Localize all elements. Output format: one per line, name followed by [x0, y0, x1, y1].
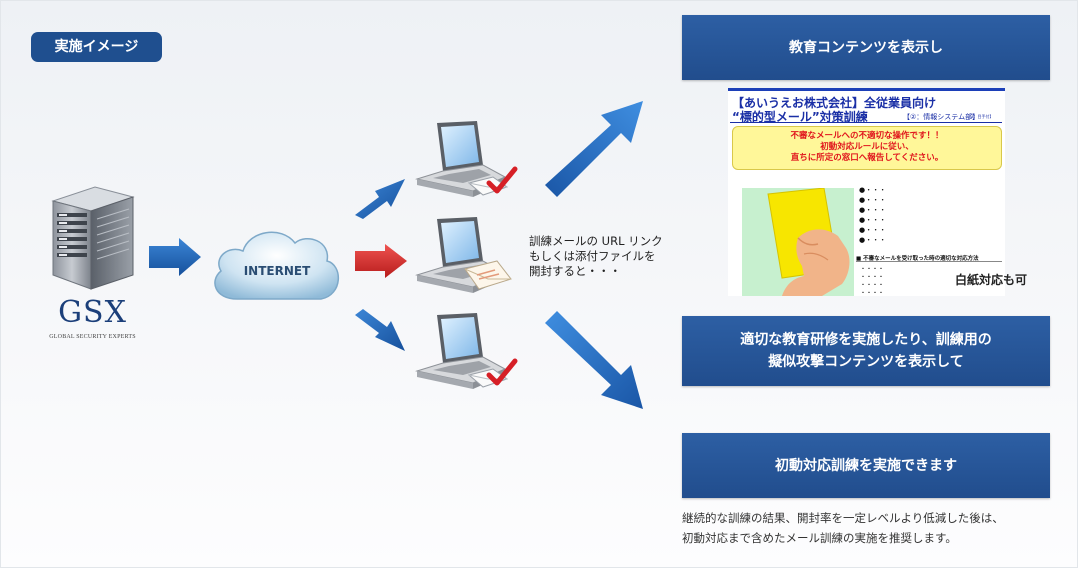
doc-warning-box: 不審なメールへの不適切な操作です！！ 初動対応ルールに従い、 直ちに所定の窓口へ… [732, 126, 1002, 170]
internet-label: INTERNET [243, 264, 311, 278]
doc-bullet: ●・・・ [859, 236, 887, 244]
open-link-caption: 訓練メールの URL リンク もしくは添付ファイルを 開封すると・・・ [529, 234, 663, 278]
laptop-top-icon [415, 121, 518, 197]
box-show-education-content: 教育コンテンツを表示し [682, 15, 1050, 80]
doc-warning-line: 初動対応ルールに従い、 [820, 142, 914, 152]
doc-bullet: ●・・・ [859, 206, 887, 214]
doc-bullet: ●・・・ [859, 196, 887, 204]
arrow-to-laptop-middle [355, 244, 407, 278]
doc-bullet: ●・・・ [859, 186, 887, 194]
doc-sub-bullet: ・・・・ [860, 266, 885, 273]
doc-top-rule [728, 88, 1005, 91]
box-initial-response-training: 初動対応訓練を実施できます [682, 433, 1050, 498]
doc-sub-bullet: ・・・・ [860, 274, 885, 281]
big-arrow-down-right [545, 311, 643, 409]
box-conduct-training: 適切な教育研修を実施したり、訓練用の 擬似攻撃コンテンツを表示して [682, 316, 1050, 386]
doc-warning-line: 不審なメールへの不適切な操作です！！ [790, 131, 944, 141]
recommendation-note: 継続的な訓練の結果、開封率を一定レベルより低減した後は、 初動対応まで含めたメー… [682, 511, 1004, 545]
education-content-thumbnail: 【あいうえお株式会社】全従業員向け “標的型メール”対策訓練 【②：情報システム… [728, 88, 1005, 296]
laptop-middle-icon [415, 217, 512, 293]
doc-page-label: 【3：目手付】 [967, 114, 994, 119]
doc-title-line2: “標的型メール”対策訓練 [732, 110, 868, 124]
internet-cloud-icon [214, 231, 340, 300]
arrow-to-laptop-bottom [355, 309, 405, 351]
gsx-logo-subtitle: GLOBAL SECURITY EXPERTS [49, 334, 136, 340]
box-top-label: 教育コンテンツを表示し [789, 39, 943, 56]
arrow-server-to-internet [149, 238, 201, 276]
yellow-card-photo [742, 188, 854, 296]
server-icon [51, 186, 135, 290]
check-mark-icon [486, 358, 518, 386]
arrow-to-laptop-top [355, 179, 405, 219]
doc-title-rule [730, 122, 1002, 123]
big-arrow-up-right [545, 101, 643, 197]
box-bottom-label: 初動対応訓練を実施できます [775, 457, 957, 474]
doc-warning-line: 直ちに所定の窓口へ報告してください。 [790, 153, 944, 163]
doc-title-line1: 【あいうえお株式会社】全従業員向け [732, 96, 937, 110]
doc-bullet: ●・・・ [859, 216, 887, 224]
blank-page-note: 白紙対応も可 [955, 273, 1028, 287]
box-middle-label: 適切な教育研修を実施したり、訓練用の 擬似攻撃コンテンツを表示して [740, 332, 992, 370]
doc-bullet: ●・・・ [859, 226, 887, 234]
check-mark-icon [486, 166, 518, 194]
doc-section-rule [856, 261, 1002, 262]
gsx-logo: GSX [58, 295, 127, 330]
doc-sub-bullet: ・・・・ [860, 282, 885, 289]
section-tag: 実施イメージ [31, 32, 162, 62]
doc-section-heading: ■ 不審なメールを受け取った時の適切な対応方法 [856, 256, 979, 262]
doc-sub-bullet: ・・・・ [860, 290, 885, 296]
laptop-bottom-icon [415, 313, 518, 389]
doc-department: 【②：情報システム部】 [903, 113, 980, 121]
